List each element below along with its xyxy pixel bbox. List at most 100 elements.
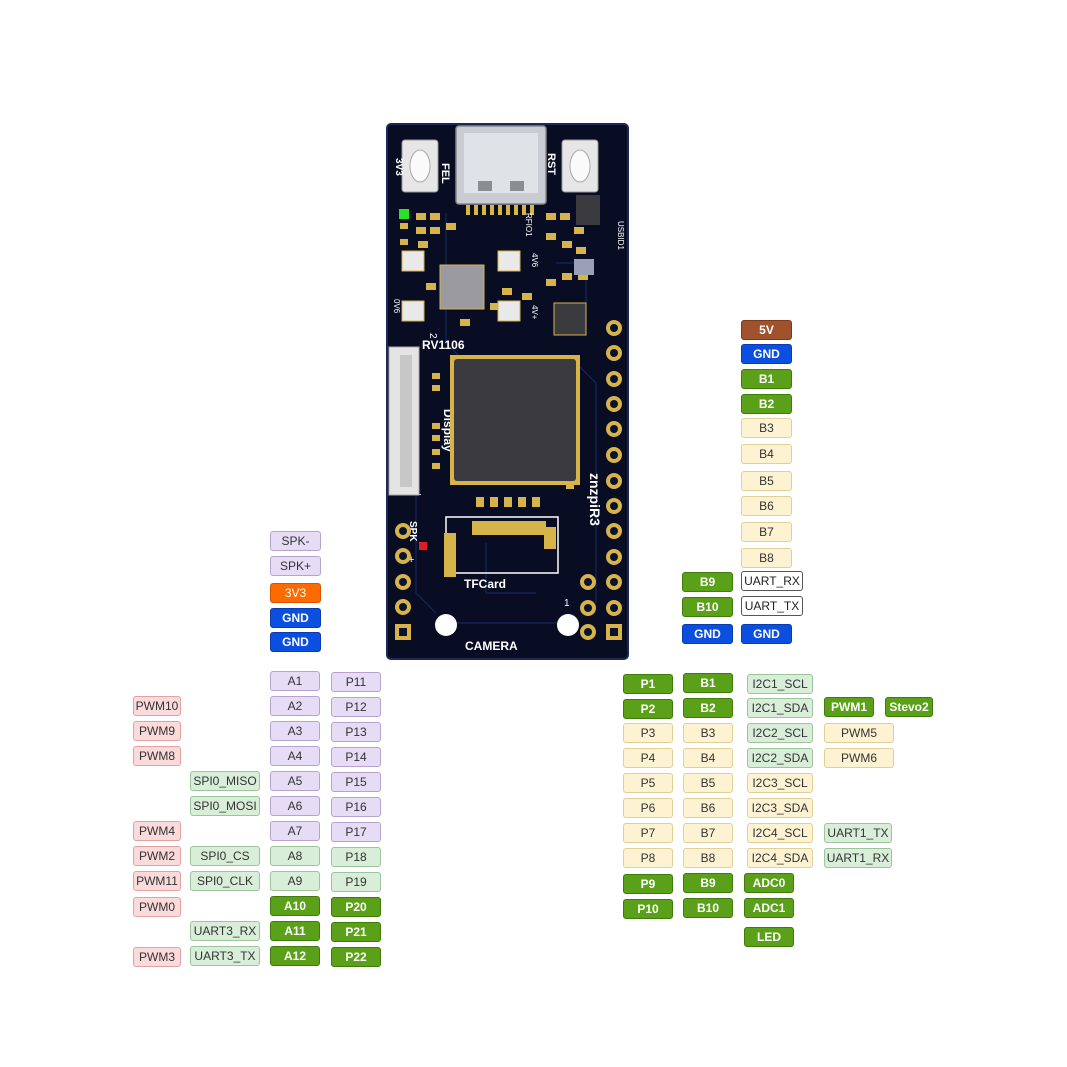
label-spk: SPK <box>407 521 418 542</box>
pin-a9: A9 <box>270 871 320 891</box>
pin-a3: A3 <box>270 721 320 741</box>
label-4vplus: 4V+ <box>530 305 539 320</box>
port-p18: P18 <box>331 847 381 867</box>
label-pin-2: 2 <box>427 333 438 339</box>
port-p10: P10 <box>623 899 673 919</box>
label-rv1106: RV1106 <box>422 338 465 352</box>
pin-3v3: 3V3 <box>270 583 321 603</box>
func-uart1-rx: UART1_RX <box>824 848 892 868</box>
label-pin-r1: 1 <box>564 598 570 609</box>
spk-red-pad <box>419 542 427 550</box>
func-i2c1-scl: I2C1_SCL <box>747 674 813 694</box>
pin-b10-map: B10 <box>683 898 733 918</box>
func-led: LED <box>744 927 794 947</box>
pin-a4: A4 <box>270 746 320 766</box>
port-p11: P11 <box>331 672 381 692</box>
func-pwm4: PWM4 <box>133 821 181 841</box>
pin-b2: B2 <box>741 394 792 414</box>
func-adc1: ADC1 <box>744 898 794 918</box>
pin-a2: A2 <box>270 696 320 716</box>
pin-b8-map: B8 <box>683 848 733 868</box>
pin-a12: A12 <box>270 946 320 966</box>
func-i2c3-scl: I2C3_SCL <box>747 773 813 793</box>
pin-a6: A6 <box>270 796 320 816</box>
pin-gnd-2: GND <box>741 624 792 644</box>
pin-a1: A1 <box>270 671 320 691</box>
func-spi0-mosi: SPI0_MOSI <box>190 796 260 816</box>
pin-uart-rx: UART_RX <box>741 571 803 591</box>
port-p12: P12 <box>331 697 381 717</box>
func-adc0: ADC0 <box>744 873 794 893</box>
label-camera: CAMERA <box>465 639 518 653</box>
port-p22: P22 <box>331 947 381 967</box>
func-i2c1-sda: I2C1_SDA <box>747 698 813 718</box>
port-p13: P13 <box>331 722 381 742</box>
port-p15: P15 <box>331 772 381 792</box>
func-uart1-tx: UART1_TX <box>824 823 892 843</box>
label-0v6: 0V6 <box>392 299 401 314</box>
pin-b5-map: B5 <box>683 773 733 793</box>
port-p6: P6 <box>623 798 673 818</box>
func-i2c3-sda: I2C3_SDA <box>747 798 813 818</box>
pin-5v: 5V <box>741 320 792 340</box>
func-spi0-cs: SPI0_CS <box>190 846 260 866</box>
pin-b9-map: B9 <box>683 873 733 893</box>
func-pwm8: PWM8 <box>133 746 181 766</box>
label-rfio: RFIO1 <box>524 213 533 237</box>
pin-b7: B7 <box>741 522 792 542</box>
fel-button <box>401 139 439 193</box>
pin-b10: B10 <box>682 597 733 617</box>
pin-b6: B6 <box>741 496 792 516</box>
pin-b3-map: B3 <box>683 723 733 743</box>
func-i2c4-sda: I2C4_SDA <box>747 848 813 868</box>
usb-c-connector <box>455 125 547 205</box>
display-connector <box>388 346 420 496</box>
label-fel: FEL <box>439 163 451 184</box>
func-pwm0: PWM0 <box>133 897 181 917</box>
pin-gnd: GND <box>741 344 792 364</box>
func-i2c2-sda: I2C2_SDA <box>747 748 813 768</box>
port-p17: P17 <box>331 822 381 842</box>
pin-gnd-4: GND <box>270 608 321 628</box>
pin-b2-map: B2 <box>683 698 733 718</box>
small-components <box>401 195 600 336</box>
pin-gnd-5: GND <box>270 632 321 652</box>
pin-b5: B5 <box>741 471 792 491</box>
smd-pads <box>400 213 588 507</box>
port-p2: P2 <box>623 699 673 719</box>
func-spi0-miso: SPI0_MISO <box>190 771 260 791</box>
pin-uart-tx: UART_TX <box>741 596 803 616</box>
tfcard-slot <box>444 516 559 577</box>
label-spk-plus: + <box>408 554 414 566</box>
port-p7: P7 <box>623 823 673 843</box>
mounting-holes <box>435 614 579 636</box>
pin-a8: A8 <box>270 846 320 866</box>
rst-button <box>561 139 599 193</box>
port-p16: P16 <box>331 797 381 817</box>
pin-a5: A5 <box>270 771 320 791</box>
pin-b4: B4 <box>741 444 792 464</box>
func-pwm6: PWM6 <box>824 748 894 768</box>
pin-a7: A7 <box>270 821 320 841</box>
port-p9: P9 <box>623 874 673 894</box>
func-uart3-tx: UART3_TX <box>190 946 260 966</box>
func-pwm2: PWM2 <box>133 846 181 866</box>
port-p14: P14 <box>331 747 381 767</box>
label-rst: RST <box>545 153 557 175</box>
pin-b8: B8 <box>741 548 792 568</box>
func-pwm3: PWM3 <box>133 947 181 967</box>
label-tfcard: TFCard <box>464 577 506 591</box>
func-i2c2-scl: I2C2_SCL <box>747 723 813 743</box>
pin-spk-plus: SPK+ <box>270 556 321 576</box>
label-3v3: 3V3 <box>393 158 404 176</box>
pin-spk-minus: SPK- <box>270 531 321 551</box>
func-stevo2: Stevo2 <box>885 697 933 717</box>
pin-gnd-3: GND <box>682 624 733 644</box>
header-holes-right <box>584 324 618 636</box>
port-p19: P19 <box>331 872 381 892</box>
port-p8: P8 <box>623 848 673 868</box>
func-uart3-rx: UART3_RX <box>190 921 260 941</box>
port-p1: P1 <box>623 674 673 694</box>
header-holes-left <box>399 527 407 636</box>
func-pwm9: PWM9 <box>133 721 181 741</box>
